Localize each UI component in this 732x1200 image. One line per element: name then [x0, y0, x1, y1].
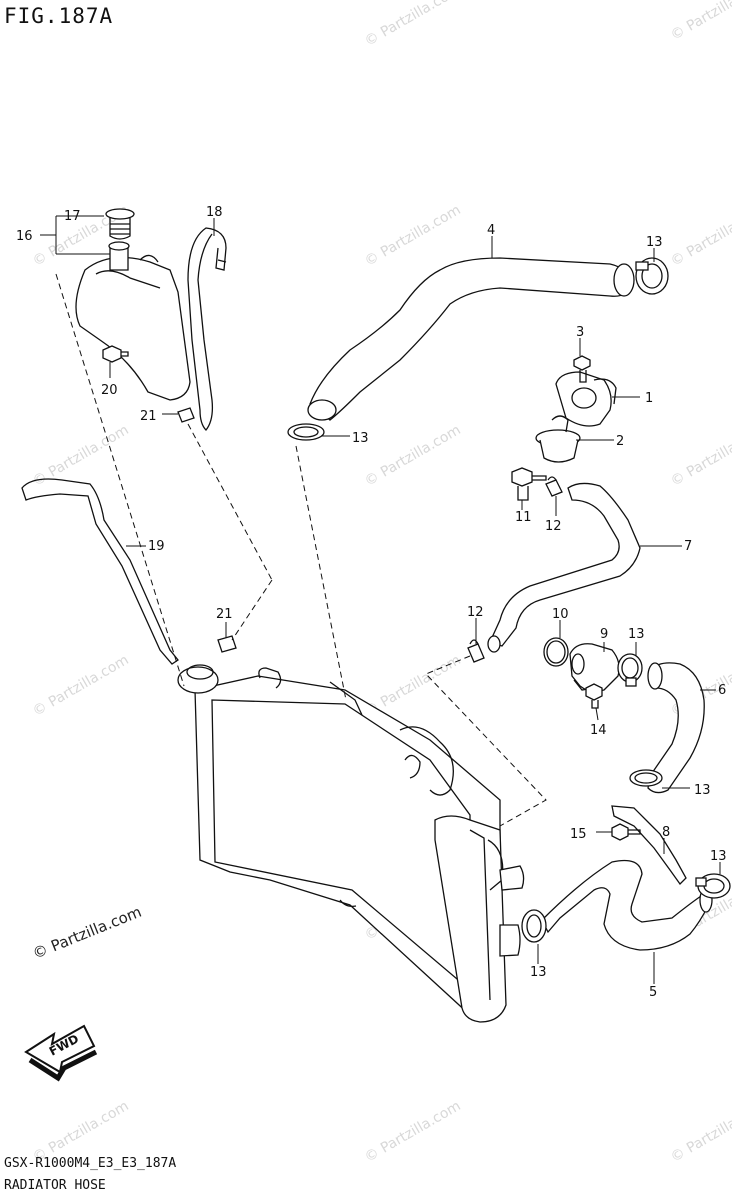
- callout-2: 2: [616, 434, 624, 449]
- diagram-name: RADIATOR HOSE: [4, 1178, 106, 1193]
- radiator[interactable]: [194, 667, 525, 1023]
- callout-13: 13: [710, 849, 727, 864]
- clamp-12-upper[interactable]: [545, 476, 563, 497]
- reservoir-tank[interactable]: [75, 241, 191, 401]
- bolt-3[interactable]: [573, 355, 591, 383]
- bolt-14[interactable]: [585, 683, 603, 709]
- callout-12: 12: [467, 605, 484, 620]
- clamp-13-a[interactable]: [635, 257, 669, 295]
- callout-5: 5: [649, 985, 657, 1000]
- bracket-8[interactable]: [611, 805, 687, 886]
- hose-7[interactable]: [487, 482, 641, 653]
- clamp-13-b[interactable]: [287, 423, 325, 441]
- clamp-13-e[interactable]: [695, 873, 731, 899]
- bolt-15[interactable]: [611, 823, 641, 841]
- callout-21: 21: [140, 409, 157, 424]
- thermostat-cover[interactable]: [555, 371, 617, 427]
- callout-12: 12: [545, 519, 562, 534]
- clamp-12-lower[interactable]: [467, 639, 485, 663]
- bolt-20[interactable]: [102, 345, 129, 363]
- callout-13: 13: [646, 235, 663, 250]
- leader-lines: [40, 215, 721, 984]
- callout-8: 8: [662, 825, 670, 840]
- callouts: 1 2 3 4 5 6 7 8 9 10 11 12 12 13 13 13 1…: [16, 205, 727, 1000]
- callout-19: 19: [148, 539, 165, 554]
- callout-21: 21: [216, 607, 233, 622]
- callout-1: 1: [645, 391, 653, 406]
- callout-11: 11: [515, 510, 532, 525]
- overflow-hose-18[interactable]: [187, 227, 227, 431]
- clamp-21-upper[interactable]: [177, 407, 195, 423]
- callout-13: 13: [352, 431, 369, 446]
- clamp-13-f[interactable]: [521, 909, 547, 943]
- bolt-11[interactable]: [511, 467, 547, 501]
- callout-18: 18: [206, 205, 223, 220]
- callout-13: 13: [628, 627, 645, 642]
- thermostat[interactable]: [535, 415, 581, 463]
- diagram-code: GSX-R1000M4_E3_E3_187A: [4, 1156, 177, 1171]
- reservoir-cap[interactable]: [105, 208, 135, 240]
- callout-13: 13: [530, 965, 547, 980]
- callout-15: 15: [570, 827, 587, 842]
- callout-9: 9: [600, 627, 608, 642]
- radiator-cap[interactable]: [177, 664, 219, 694]
- fwd-arrow: FWD: [24, 1024, 98, 1082]
- callout-17: 17: [64, 209, 81, 224]
- callout-6: 6: [718, 683, 726, 698]
- callout-7: 7: [684, 539, 692, 554]
- hose-19[interactable]: [21, 478, 179, 665]
- clamp-13-c[interactable]: [617, 653, 643, 687]
- hose-5[interactable]: [541, 859, 713, 951]
- callout-16: 16: [16, 229, 33, 244]
- hose-6[interactable]: [647, 662, 705, 794]
- radiator-hose-4[interactable]: [307, 257, 635, 421]
- callout-10: 10: [552, 607, 569, 622]
- callout-4: 4: [487, 223, 495, 238]
- figure-title: FIG.187A: [4, 4, 114, 28]
- callout-3: 3: [576, 325, 584, 340]
- o-ring-10[interactable]: [543, 637, 569, 667]
- callout-13: 13: [694, 783, 711, 798]
- callout-14: 14: [590, 723, 607, 738]
- callout-20: 20: [101, 383, 118, 398]
- clamp-13-d[interactable]: [629, 769, 663, 787]
- clamp-21-lower[interactable]: [217, 635, 237, 653]
